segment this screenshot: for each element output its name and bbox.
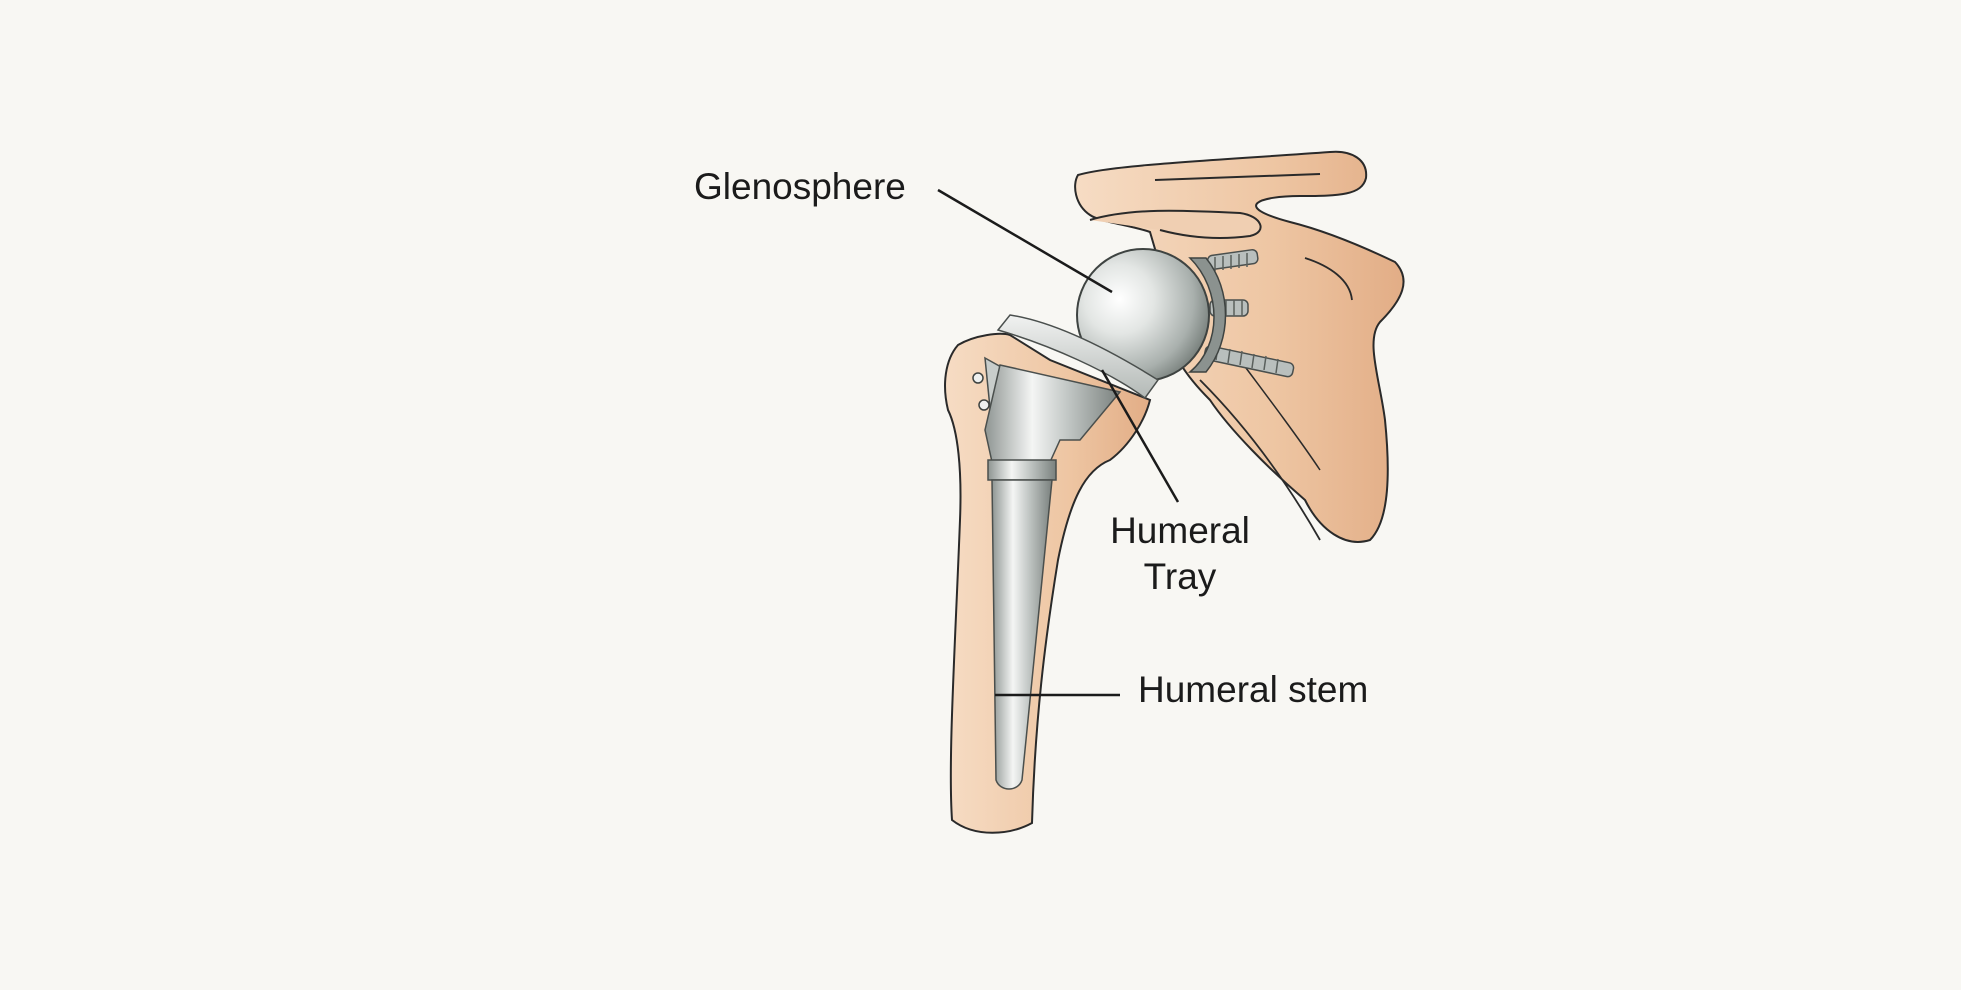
humeral-tray-implant: [996, 314, 1160, 400]
screw-upper: [1206, 249, 1259, 271]
humeral-tray-label-line2: Tray: [1143, 556, 1217, 597]
glenosphere-leader-line: [937, 188, 1113, 294]
humeral-stem-label: Humeral stem: [1138, 669, 1369, 710]
leader-lines: [937, 188, 1180, 697]
humeral-stem-implant: [972, 356, 1122, 790]
humeral-tray-leader-line: [1100, 369, 1180, 503]
humeral-tray-label-line1: Humeral: [1110, 510, 1250, 551]
humeral-tray-label: Humeral Tray: [1105, 508, 1255, 600]
glenosphere-label: Glenosphere: [694, 166, 906, 207]
